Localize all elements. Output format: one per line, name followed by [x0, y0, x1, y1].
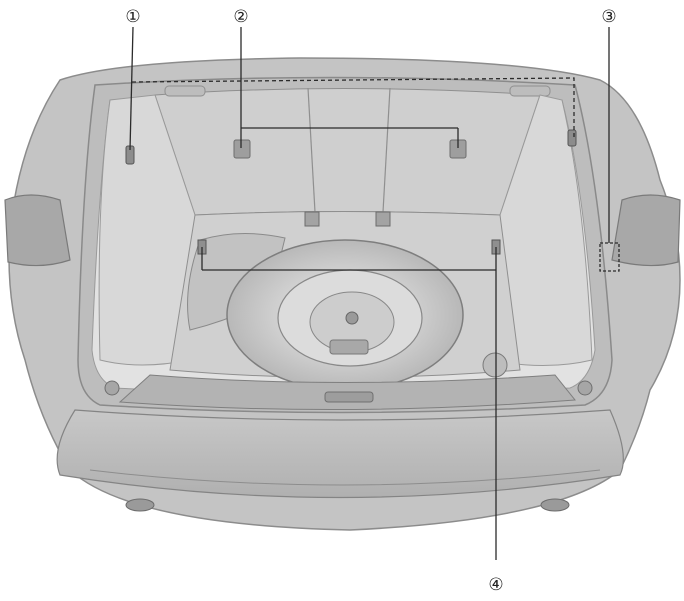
seat-split-left [307, 87, 316, 213]
right-tail-light [611, 194, 681, 267]
bumper-crease [89, 469, 601, 486]
tie-down-right [375, 211, 391, 227]
tie-down-left [304, 211, 320, 227]
seat-split-right [382, 87, 391, 213]
callout-2: ② [233, 7, 248, 27]
exhaust-left [125, 498, 155, 512]
leader-line-1 [129, 26, 134, 151]
latch-striker [324, 391, 374, 403]
seat-release-lever-left [233, 139, 251, 159]
exhaust-right [540, 498, 570, 512]
wheel-nut-bracket [329, 339, 369, 355]
wheel-hub-bolt [345, 311, 359, 325]
callout-4: ④ [488, 575, 503, 595]
storage-cup [482, 352, 508, 378]
callout-3-dashed-box [599, 242, 620, 272]
reflector-left [104, 380, 120, 396]
rear-bumper [56, 409, 624, 499]
headrest-right [509, 85, 551, 97]
reflector-right [577, 380, 593, 396]
dashed-outline-top [131, 77, 575, 140]
cargo-light-right [567, 129, 577, 147]
left-tail-light [4, 194, 71, 267]
callout-1: ① [125, 7, 140, 27]
headrest-left [164, 85, 206, 97]
rear-seatback [154, 88, 541, 216]
callout-3: ③ [601, 7, 616, 27]
